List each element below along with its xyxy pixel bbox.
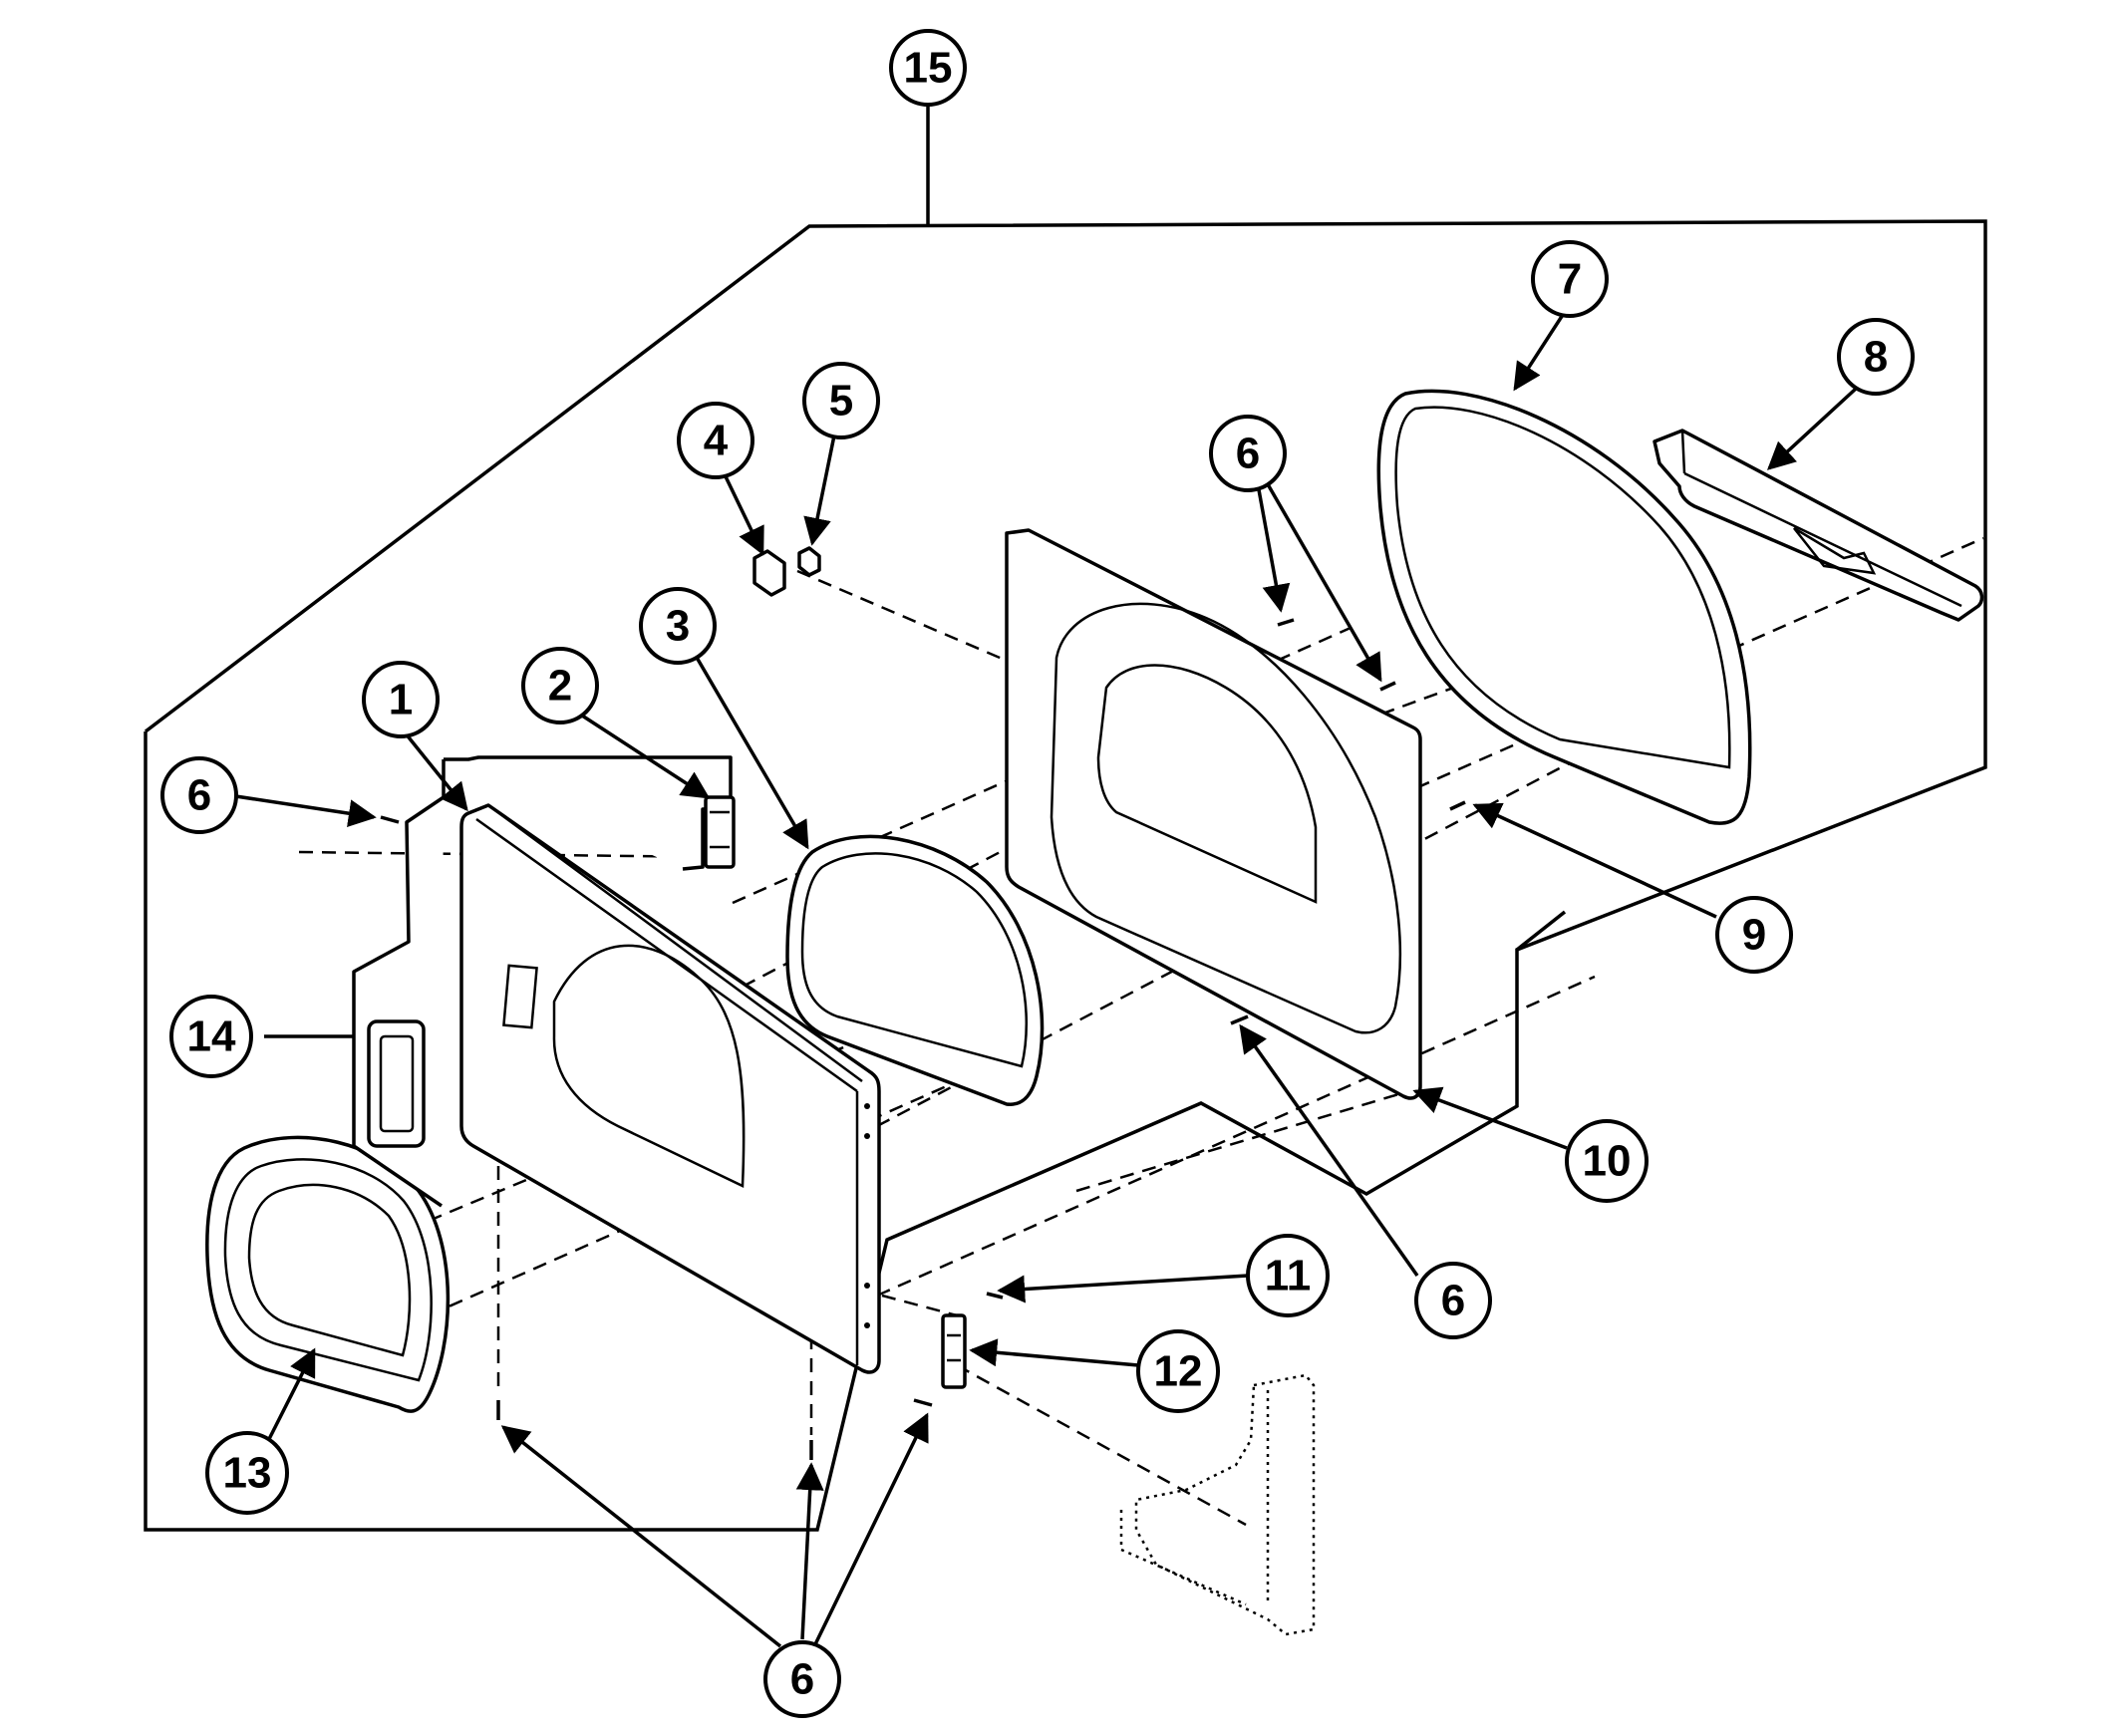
callout-6-left: 6 [160,756,238,834]
svg-text:10: 10 [1583,1137,1632,1186]
callout-1: 1 [362,661,440,738]
svg-text:1: 1 [389,676,413,724]
callout-12: 12 [1136,1329,1220,1413]
clip-parts [752,546,821,597]
callout-11: 11 [1246,1234,1330,1317]
outer-door-panel [459,803,881,1374]
door-inner-ring [205,1135,451,1413]
svg-text:6: 6 [1236,430,1260,478]
cabinet-hinge-outline [1119,1373,1316,1636]
svg-text:5: 5 [829,377,853,426]
svg-text:2: 2 [548,662,572,711]
callout-3: 3 [639,587,717,665]
leader-lines [228,91,1858,1648]
callout-9: 9 [1715,896,1793,974]
svg-text:11: 11 [1265,1252,1312,1301]
callout-14: 14 [169,995,253,1078]
svg-text:12: 12 [1154,1347,1203,1396]
callout-6-bottom: 6 [763,1640,841,1718]
svg-text:3: 3 [666,602,690,651]
svg-text:4: 4 [704,417,729,465]
door-gasket-ring [785,834,1045,1106]
svg-text:6: 6 [187,771,211,820]
callouts: 15 7 8 5 4 6 3 2 1 6 9 14 10 11 6 12 13 … [160,29,1915,1718]
svg-text:7: 7 [1558,255,1582,304]
callout-8: 8 [1837,318,1915,396]
callout-7: 7 [1531,240,1609,318]
hinge [941,1313,967,1389]
callout-6-mid: 6 [1414,1262,1492,1339]
svg-text:6: 6 [1441,1277,1465,1325]
callout-10: 10 [1565,1119,1649,1203]
svg-text:15: 15 [904,44,953,93]
callout-15: 15 [889,29,967,107]
svg-text:9: 9 [1742,911,1766,960]
svg-text:8: 8 [1864,333,1888,382]
svg-text:13: 13 [223,1449,272,1498]
latch-bracket [704,795,736,869]
inner-door-liner [1005,528,1422,1100]
svg-text:6: 6 [790,1655,814,1704]
screw-parts [380,618,1466,1460]
callout-13: 13 [205,1431,289,1515]
svg-text:14: 14 [187,1013,236,1061]
callout-5: 5 [802,362,880,439]
callout-2: 2 [521,647,599,724]
assembly-outline [144,219,1987,1532]
callout-6-top: 6 [1209,415,1287,492]
outer-gasket [1376,389,1752,825]
top-deflector [1653,429,1984,622]
back-panel [352,755,733,1208]
callout-4: 4 [677,402,754,479]
